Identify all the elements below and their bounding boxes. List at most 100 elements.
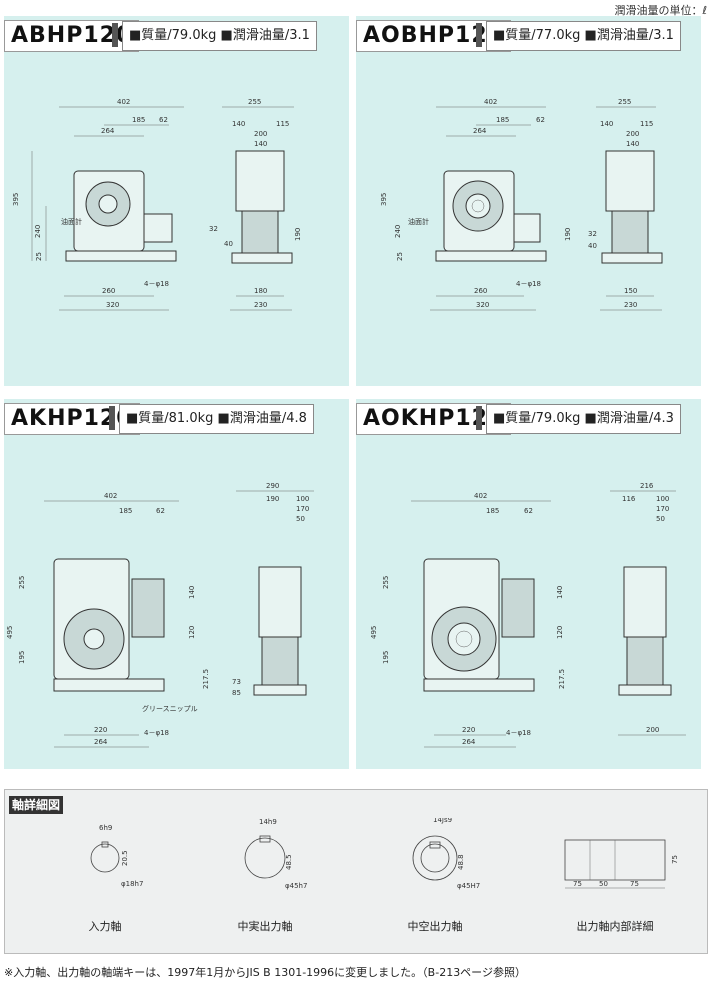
oil-text: ■潤滑油量/4.8: [217, 411, 307, 426]
motor-adapter: [501, 578, 535, 638]
base-plate: [435, 250, 547, 262]
caption-solid-output-shaft: 中実出力軸: [237, 920, 293, 933]
dim-255: 255: [382, 576, 390, 589]
panel-abhp120: ABHP120 ■質量/79.0kg ■潤滑油量/3.1 402 185 62 …: [4, 16, 349, 386]
motor-adapter: [131, 578, 165, 638]
input-flange: [143, 213, 173, 243]
dim-140: 140: [232, 120, 245, 128]
panel-header: AOBHP120 ■質量/77.0kg ■潤滑油量/3.1: [356, 20, 701, 54]
dim-62: 62: [156, 507, 165, 515]
dim-50: 50: [656, 515, 665, 523]
dim-495: 495: [370, 626, 378, 639]
caption-input-shaft: 入力軸: [88, 920, 122, 933]
spec-box: ■質量/79.0kg ■潤滑油量/3.1: [122, 21, 317, 51]
panel-header: AKHP120 ■質量/81.0kg ■潤滑油量/4.8: [4, 403, 349, 437]
drawing-abhp120: 402 185 62 264 油面計 395 240 25 260 320 4－…: [12, 98, 302, 311]
dim-185: 185: [132, 116, 145, 124]
dim-220: 220: [94, 726, 107, 734]
drawing-aobhp120: 402 185 62 264 油面計 395 240 25 260 320 4－…: [380, 98, 663, 311]
dim-200: 200: [254, 130, 267, 138]
side-flange: [611, 210, 649, 254]
hole-label: 4－φ18: [144, 729, 169, 737]
dim-140: 140: [188, 586, 196, 599]
hollow-output-shaft-section: [412, 835, 458, 881]
dim-320: 320: [106, 301, 119, 309]
dim-140: 140: [600, 120, 613, 128]
oil-unit-note: 潤滑油量の単位：ℓ: [614, 4, 707, 17]
inner-dim-h: 75: [671, 855, 679, 864]
grease-nipple-label: グリースニップル: [142, 704, 198, 713]
panel-aokhp120: AOKHP120 ■質量/79.0kg ■潤滑油量/4.3 402 185 62…: [356, 399, 701, 769]
dim-120: 120: [188, 626, 196, 639]
shaft-detail-section: 軸詳細図 6h9 20.5 φ18h7 14h9 48.5 φ45h7 14Js…: [4, 789, 708, 954]
footnote: ※入力軸、出力軸の軸端キーは、1997年1月からJIS B 1301-1996に…: [4, 966, 526, 979]
dim-85: 85: [232, 689, 241, 697]
spec-box: ■質量/81.0kg ■潤滑油量/4.8: [119, 404, 314, 434]
dim-255: 255: [248, 98, 261, 106]
dim-402: 402: [117, 98, 130, 106]
dim-264: 264: [101, 127, 115, 135]
oil-text: ■潤滑油量/4.3: [584, 411, 674, 426]
oil-text: ■潤滑油量/3.1: [220, 28, 310, 43]
dim-200: 200: [646, 726, 659, 734]
dim-402: 402: [104, 492, 117, 500]
dim-230: 230: [624, 301, 637, 309]
dim-73: 73: [232, 678, 241, 686]
dim-32: 32: [588, 230, 597, 238]
oil-gauge-label: 油面計: [61, 217, 82, 226]
dim-240: 240: [394, 225, 402, 238]
dim-150: 150: [624, 287, 637, 295]
dim-290: 290: [266, 482, 279, 490]
dim-100: 100: [656, 495, 669, 503]
base-plate: [53, 678, 165, 692]
side-base: [618, 684, 672, 696]
oil-gauge-label: 油面計: [408, 217, 429, 226]
hollow-key-dim: 14Js9: [433, 818, 452, 824]
mass-text: ■質量/81.0kg: [126, 411, 214, 426]
inner-dim-c: 75: [630, 880, 639, 888]
input-dia-dim: φ18h7: [121, 880, 143, 888]
drawing-aokhp120: 402 185 62 255 495 195 140 120 217.5 4－φ…: [370, 482, 686, 748]
dim-190: 190: [266, 495, 279, 503]
dim-62: 62: [159, 116, 168, 124]
input-shaft-section: [90, 843, 120, 873]
side-flange: [261, 636, 299, 686]
solid-dia-dim: φ45h7: [285, 882, 307, 890]
gearbox-side: [235, 150, 285, 212]
dim-185: 185: [119, 507, 132, 515]
dim-140b: 140: [626, 140, 639, 148]
side-base: [601, 252, 663, 264]
dim-220: 220: [462, 726, 475, 734]
dim-402: 402: [474, 492, 487, 500]
header-divider: [476, 406, 482, 430]
dim-62: 62: [524, 507, 533, 515]
mass-text: ■質量/77.0kg: [493, 28, 581, 43]
caption-output-shaft-inner-detail: 出力軸内部詳細: [576, 920, 654, 933]
dim-190: 190: [294, 228, 302, 241]
dim-395: 395: [380, 193, 388, 206]
header-divider: [109, 406, 115, 430]
dim-50: 50: [296, 515, 305, 523]
panel-akhp120: AKHP120 ■質量/81.0kg ■潤滑油量/4.8 402 185 62 …: [4, 399, 349, 769]
dim-195: 195: [18, 651, 26, 664]
input-key-dim: 6h9: [99, 824, 112, 832]
gearbox-side: [605, 150, 655, 212]
dim-260: 260: [474, 287, 487, 295]
dim-2175: 217.5: [558, 669, 566, 689]
gearbox-side: [623, 566, 667, 638]
dim-185: 185: [496, 116, 509, 124]
dim-62: 62: [536, 116, 545, 124]
spec-box: ■質量/77.0kg ■潤滑油量/3.1: [486, 21, 681, 51]
dim-180: 180: [254, 287, 267, 295]
dim-140b: 140: [254, 140, 267, 148]
base-plate: [65, 250, 177, 262]
base-plate: [423, 678, 535, 692]
side-base: [231, 252, 293, 264]
hole-label: 4－φ18: [144, 280, 169, 288]
spec-box: ■質量/79.0kg ■潤滑油量/4.3: [486, 404, 681, 434]
inner-dim-b: 50: [599, 880, 608, 888]
dim-255: 255: [18, 576, 26, 589]
detail-title: 軸詳細図: [9, 796, 64, 814]
dim-170: 170: [296, 505, 309, 513]
inner-dim-a: 75: [573, 880, 582, 888]
